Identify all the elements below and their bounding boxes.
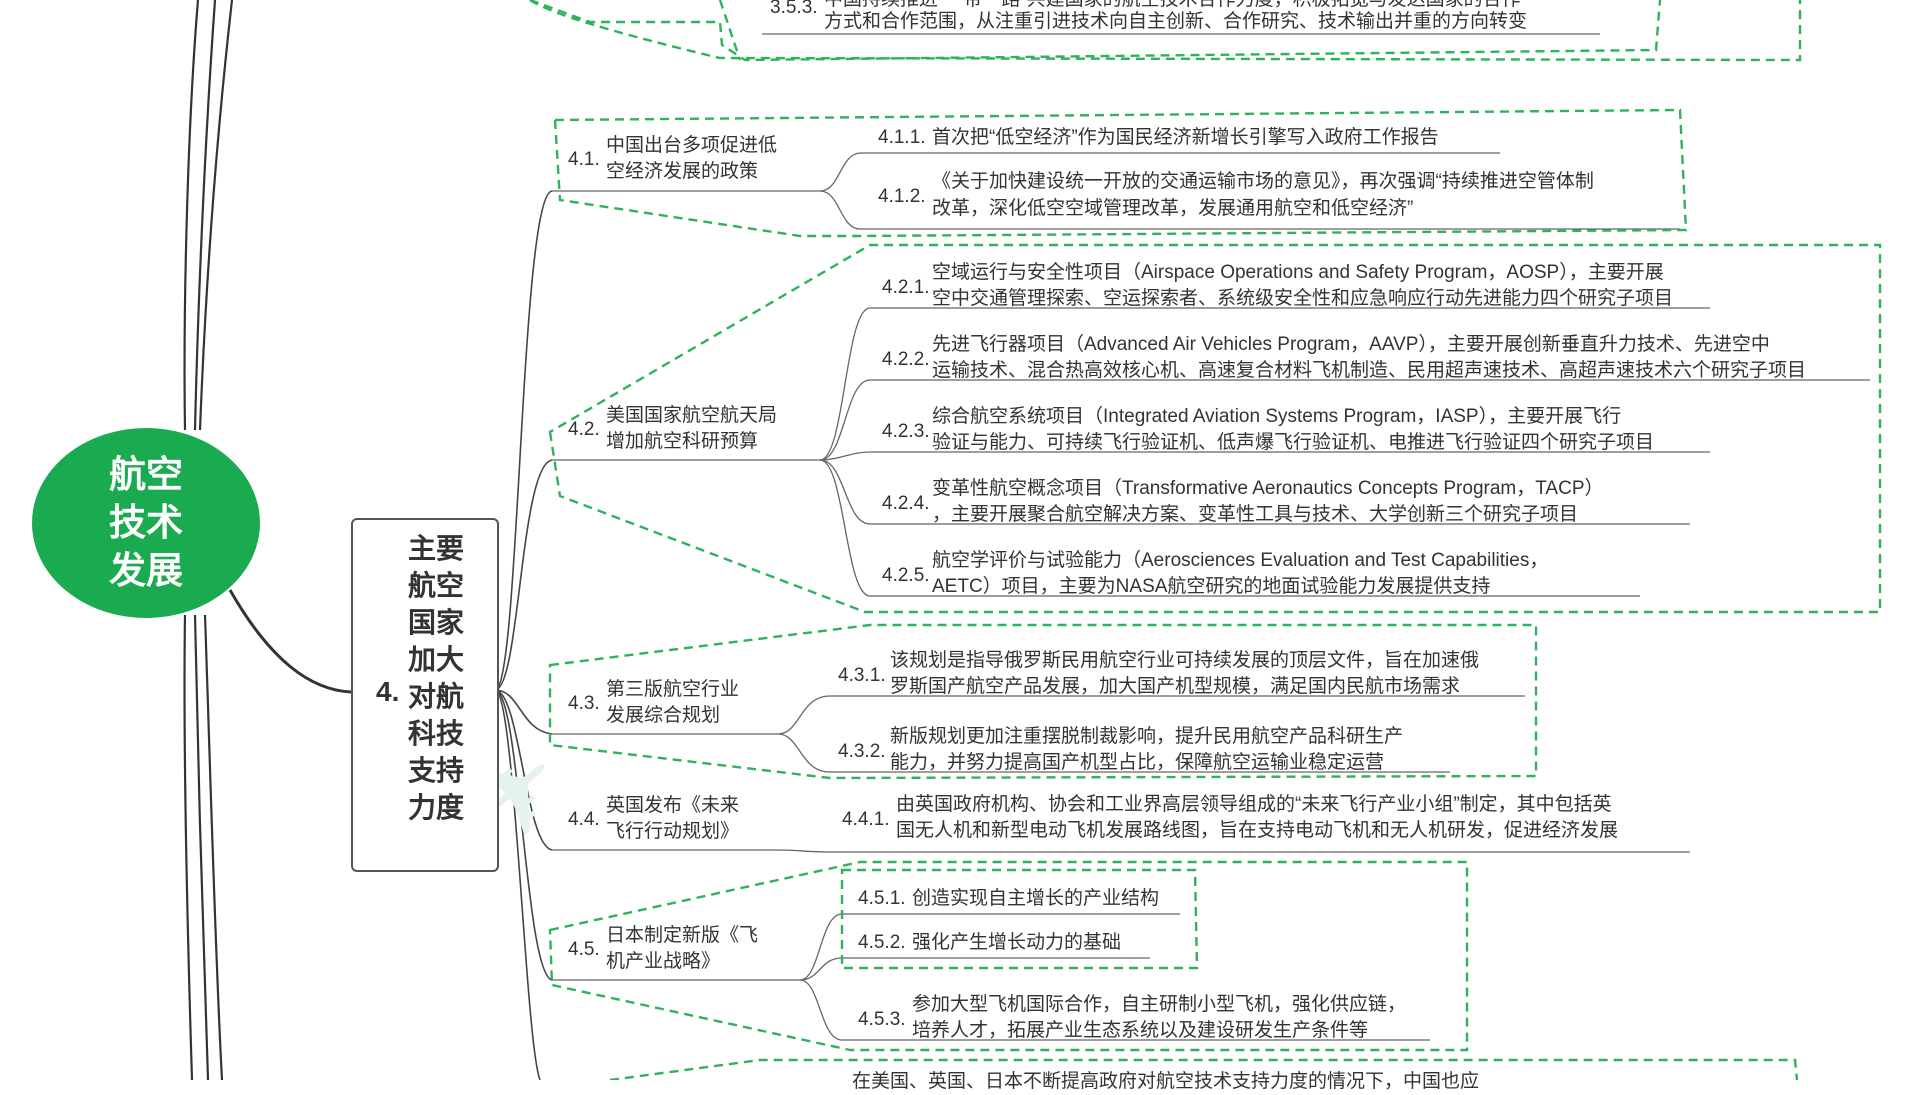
leaf-text-line: 方式和合作范围，从注重引进技术向自主创新、合作研究、技术输出并重的方向转变 (824, 11, 1528, 32)
branch-text-line[interactable]: 中国出台多项促进低 (606, 135, 778, 156)
leaf-text-line[interactable]: 国无人机和新型电动飞机发展路线图，旨在支持电动飞机和无人机研发，促进经济发展 (896, 820, 1619, 841)
branch-text-line[interactable]: 增加航空科研预算 (606, 431, 759, 452)
leaf-number: 4.1.2. (878, 186, 926, 207)
leaf-number: 4.5.1. (858, 888, 906, 909)
leaf-text-line[interactable]: 罗斯国产航空产品发展，加大国产机型规模，满足国内民航市场需求 (890, 676, 1461, 697)
leaf-number: 4.2.5. (882, 565, 930, 586)
branch-text-line[interactable]: 飞行行动规划》 (606, 821, 740, 842)
leaf-number: 4.2.4. (882, 493, 930, 514)
leaf-text-line[interactable]: 能力，并努力提高国产机型占比，保障航空运输业稳定运营 (890, 752, 1385, 773)
leaf-number: 4.2.3. (882, 421, 930, 442)
leaf-number: 4.5.2. (858, 932, 906, 953)
branch-number: 4.3. (568, 693, 600, 714)
branch-number: 4.5. (568, 939, 600, 960)
leaf-text-line[interactable]: 综合航空系统项目（Integrated Aviation Systems Pro… (932, 406, 1622, 427)
branch-text-line[interactable]: 发展综合规划 (606, 705, 721, 726)
leaf-text-line[interactable]: 改革，深化低空空域管理改革，发展通用航空和低空经济” (932, 198, 1414, 219)
leaf-text-line[interactable]: 创造实现自主增长的产业结构 (912, 888, 1160, 909)
leaf-text-line[interactable]: 验证与能力、可持续飞行验证机、低声爆飞行验证机、电推进飞行验证四个研究子项目 (932, 432, 1655, 453)
main-topic-label: 主要航空国家加大对航科技支持力度 (407, 533, 464, 823)
leaf-text-line[interactable]: 培养人才，拓展产业生态系统以及建设研发生产条件等 (912, 1020, 1369, 1041)
root-node[interactable]: 航空技术发展 (32, 428, 260, 618)
main-topic-box[interactable] (351, 518, 499, 872)
leaf-text-line: 在美国、英国、日本不断提高政府对航空技术支持力度的情况下，中国也应 (852, 1071, 1480, 1092)
leaf-number: 4.5.3. (858, 1009, 906, 1030)
leaf-number: 4.2.1. (882, 277, 930, 298)
branch-number: 4.1. (568, 149, 600, 170)
leaf-text-line[interactable]: 航空学评价与试验能力（Aerosciences Evaluation and T… (932, 550, 1549, 571)
leaf-text-line[interactable]: 参加大型飞机国际合作，自主研制小型飞机，强化供应链， (912, 994, 1407, 1015)
leaf-text-line[interactable]: 空中交通管理探索、空运探索者、系统级安全性和应急响应行动先进能力四个研究子项目 (932, 288, 1674, 309)
branch-text-line[interactable]: 空经济发展的政策 (606, 161, 759, 182)
leaf-text-line[interactable]: 首次把“低空经济”作为国民经济新增长引擎写入政府工作报告 (932, 127, 1439, 148)
branch-text-line[interactable]: 机产业战略》 (606, 951, 721, 972)
leaf-number: 3.5.3. (770, 0, 818, 18)
leaf-number: 4.1.1. (878, 127, 926, 148)
leaf-text-line[interactable]: 新版规划更加注重摆脱制裁影响，提升民用航空产品科研生产 (890, 726, 1404, 747)
leaf-text-line[interactable]: 由英国政府机构、协会和工业界高层领导组成的“未来飞行产业小组”制定，其中包括英 (896, 794, 1612, 815)
leaf-number: 4.2.2. (882, 349, 930, 370)
branch-number: 4.4. (568, 809, 600, 830)
leaf-text-line: 中国持续推进“一带一路”共建国家的航空技术合作力度，积极拓宽与发达国家的合作 (824, 0, 1521, 13)
branch-text-line[interactable]: 英国发布《未来 (606, 795, 740, 816)
leaf-text-line[interactable]: 空域运行与安全性项目（Airspace Operations and Safet… (932, 262, 1664, 283)
leaf-text-line[interactable]: AETC）项目，主要为NASA航空研究的地面试验能力发展提供支持 (932, 576, 1491, 597)
leaf-text-line[interactable]: ，主要开展聚合航空解决方案、变革性工具与技术、大学创新三个研究子项目 (932, 504, 1579, 525)
branch-number: 4.2. (568, 419, 600, 440)
leaf-text-line[interactable]: 《关于加快建设统一开放的交通运输市场的意见》，再次强调“持续推进空管体制 (932, 171, 1594, 192)
leaf-text-line[interactable]: 该规划是指导俄罗斯民用航空行业可持续发展的顶层文件，旨在加速俄 (890, 650, 1480, 671)
root-label: 航空技术发展 (109, 454, 183, 591)
leaf-text-line[interactable]: 运输技术、混合热高效核心机、高速复合材料飞机制造、民用超声速技术、高超声速技术六… (932, 360, 1807, 381)
leaf-number: 4.3.2. (838, 741, 886, 762)
branch-text-line[interactable]: 第三版航空行业 (606, 679, 740, 700)
leaf-text-line[interactable]: 强化产生增长动力的基础 (912, 932, 1122, 953)
leaf-number: 4.3.1. (838, 665, 886, 686)
branch-text-line[interactable]: 日本制定新版《飞 (606, 925, 759, 946)
branch-text-line[interactable]: 美国国家航空航天局 (606, 405, 778, 426)
leaf-text-line[interactable]: 先进飞行器项目（Advanced Air Vehicles Program，AA… (932, 334, 1770, 355)
main-topic-number: 4. (376, 676, 400, 707)
leaf-text-line[interactable]: 变革性航空概念项目（Transformative Aeronautics Con… (932, 478, 1604, 499)
leaf-number: 4.4.1. (842, 809, 890, 830)
